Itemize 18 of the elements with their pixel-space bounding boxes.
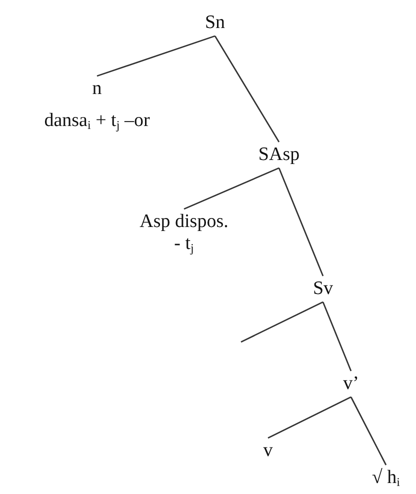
- node-label: SAsp: [258, 144, 300, 166]
- node-label: v’: [343, 373, 359, 395]
- tree-branch: [350, 396, 387, 466]
- node-label: n: [92, 78, 102, 100]
- tree-branch: [240, 301, 324, 343]
- node-label: - t$_{j}$: [174, 233, 194, 255]
- tree-branch: [184, 167, 280, 210]
- tree-branch: [322, 302, 352, 372]
- node-label: Sn: [204, 12, 226, 34]
- node-label: √ h$_{i}$: [372, 467, 400, 489]
- tree-branch: [96, 35, 216, 77]
- tree-branch: [214, 36, 280, 142]
- node-label: Asp dispos.: [140, 211, 228, 233]
- tree-branch: [268, 396, 352, 439]
- node-label: dansa$_{i}$ + t$_{j}$ –or: [44, 110, 150, 132]
- node-label: v: [263, 440, 273, 462]
- node-label: Sv: [312, 278, 334, 300]
- tree-branch: [278, 168, 324, 276]
